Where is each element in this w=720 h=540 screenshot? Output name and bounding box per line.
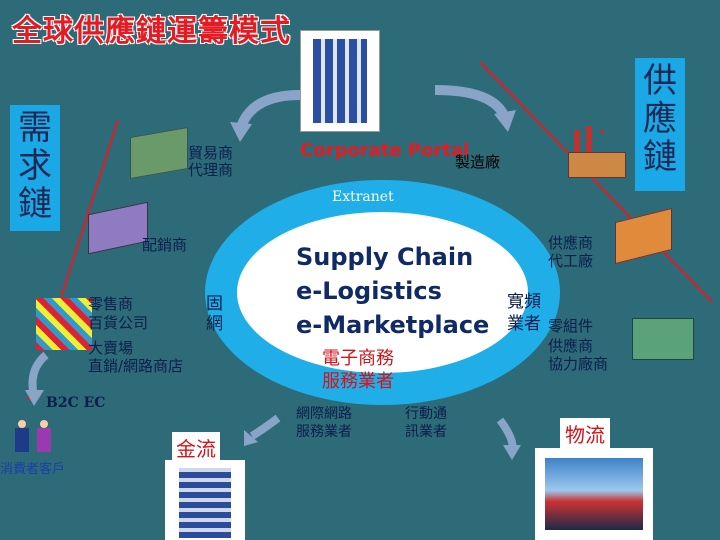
agent-label: 代理商 bbox=[188, 161, 234, 179]
cash-flow-label: 金流 bbox=[172, 432, 220, 463]
trader-label: 貿易商 bbox=[188, 144, 234, 162]
arrow-b2c bbox=[28, 351, 49, 397]
logistics-label: 物流 bbox=[560, 418, 610, 449]
parts-label-1: 零組件 bbox=[548, 317, 594, 335]
manufacturer-label: 製造廠 bbox=[455, 153, 501, 171]
b2c-ec-label: B2C EC bbox=[46, 395, 106, 411]
bank-building-image bbox=[165, 460, 245, 540]
corporate-building-image bbox=[300, 30, 380, 132]
arrow-right-top bbox=[434, 85, 510, 121]
supply-chain-label: 供應鏈 bbox=[643, 61, 677, 177]
retail-label-3: 大賣場 bbox=[88, 339, 134, 357]
broadband-2: 業者 bbox=[507, 314, 541, 334]
distributor-label: 配銷商 bbox=[142, 236, 188, 254]
retail-label-1: 零售商 bbox=[88, 295, 134, 313]
center-line-3: e-Marketplace bbox=[296, 311, 490, 339]
consumer-label: 消費者客戶 bbox=[0, 462, 66, 477]
supply-chain-box: 供應鏈 bbox=[635, 58, 685, 191]
demand-chain-label: 需求鏈 bbox=[18, 108, 52, 224]
retail-cars-icon bbox=[36, 298, 92, 350]
ecommerce-provider-line-2: 服務業者 bbox=[322, 371, 394, 392]
ecommerce-provider-line-1: 電子商務 bbox=[322, 348, 394, 369]
parts-label-2: 供應商 bbox=[548, 337, 594, 355]
mobile-provider-1: 行動通 bbox=[405, 406, 447, 422]
demand-chain-box: 需求鏈 bbox=[10, 105, 60, 231]
supply-chain-line bbox=[479, 61, 713, 303]
fixed-network-2: 網 bbox=[206, 314, 223, 334]
fixed-network-1: 固 bbox=[206, 294, 223, 314]
center-line-1: Supply Chain bbox=[296, 243, 474, 271]
parts-label-3: 協力廠商 bbox=[548, 355, 609, 373]
internet-provider-2: 服務業者 bbox=[296, 424, 352, 440]
broadband-1: 寬頻 bbox=[507, 292, 541, 312]
retail-label-4: 直銷/網路商店 bbox=[88, 357, 184, 375]
retail-label-2: 百貨公司 bbox=[88, 314, 149, 332]
arrow-cash bbox=[249, 414, 281, 440]
supplier-label: 供應商 bbox=[548, 234, 594, 252]
factory-icon bbox=[568, 120, 626, 178]
oem-label: 代工廠 bbox=[548, 252, 594, 270]
internet-provider-1: 網際網路 bbox=[296, 406, 352, 422]
logistics-image bbox=[535, 448, 653, 540]
center-line-2: e-Logistics bbox=[296, 277, 442, 305]
consumer-people-icon bbox=[12, 420, 60, 454]
corporate-portal-label: Corporate Portal bbox=[300, 140, 470, 161]
mobile-provider-2: 訊業者 bbox=[405, 424, 447, 440]
parts-warehouse-icon bbox=[632, 318, 694, 360]
extranet-label: Extranet bbox=[332, 189, 394, 205]
page-title: 全球供應鏈運籌模式 bbox=[12, 14, 291, 49]
